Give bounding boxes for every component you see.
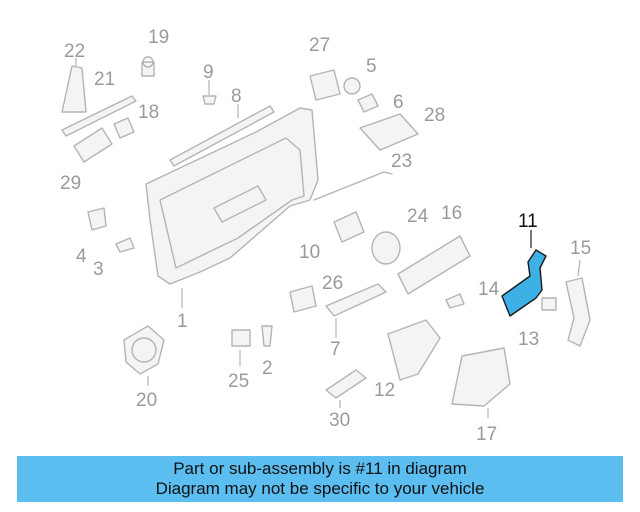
label-18: 18	[138, 102, 159, 123]
part-4-shape	[87, 207, 107, 231]
label-4: 4	[76, 246, 87, 267]
label-9: 9	[203, 62, 214, 83]
part-24-shape	[371, 231, 401, 265]
label-13: 13	[518, 329, 539, 350]
label-30: 30	[329, 410, 350, 431]
label-28: 28	[424, 105, 445, 126]
part-15-shape	[565, 277, 591, 347]
part-23-shape	[313, 171, 393, 201]
info-banner: Part or sub-assembly is #11 in diagram D…	[17, 456, 623, 502]
part-8-shape	[169, 105, 275, 167]
part-2-shape	[261, 325, 273, 347]
part-14-shape	[445, 293, 465, 309]
part-28-shape	[359, 113, 419, 151]
part-11-shape	[501, 249, 547, 317]
parts-diagram: 22 19 27 21 9 5 8 6 18 28 23 29 11 24 16…	[60, 27, 591, 445]
label-29: 29	[60, 173, 81, 194]
label-12: 12	[374, 380, 395, 401]
label-19: 19	[148, 27, 169, 48]
part-3-shape	[115, 237, 135, 253]
label-10: 10	[299, 242, 320, 263]
label-7: 7	[330, 339, 341, 360]
part-21-shape	[61, 95, 137, 137]
part-20-shape	[123, 325, 165, 375]
label-22: 22	[64, 41, 85, 62]
label-23: 23	[391, 151, 412, 172]
label-16: 16	[441, 203, 462, 224]
part-5-shape	[343, 77, 361, 95]
part-10-shape	[333, 211, 365, 243]
part-7-shape	[325, 283, 387, 317]
label-20: 20	[136, 390, 157, 411]
part-9-shape	[202, 95, 217, 105]
part-6-shape	[357, 93, 379, 113]
banner-line-2: Diagram may not be specific to your vehi…	[155, 479, 485, 498]
part-1-shape	[145, 107, 319, 285]
part-17-shape	[451, 347, 511, 407]
part-30-shape	[325, 369, 367, 399]
label-6: 6	[393, 92, 404, 113]
label-3: 3	[93, 259, 104, 280]
part-16-shape	[397, 235, 471, 295]
label-24: 24	[407, 206, 429, 227]
label-21: 21	[94, 69, 115, 90]
part-27-shape	[309, 69, 341, 101]
label-17: 17	[476, 424, 497, 445]
part-12-shape	[387, 319, 441, 381]
part-18-shape	[113, 117, 135, 139]
label-8: 8	[231, 86, 242, 107]
label-11: 11	[518, 211, 538, 232]
label-25: 25	[228, 371, 249, 392]
label-27: 27	[309, 35, 330, 56]
label-26: 26	[322, 273, 343, 294]
label-1: 1	[177, 311, 188, 332]
part-13-shape	[541, 297, 557, 311]
label-15: 15	[570, 238, 591, 259]
part-25-shape	[231, 329, 251, 347]
label-2: 2	[262, 358, 273, 379]
part-22-shape	[61, 65, 87, 113]
label-14: 14	[478, 279, 500, 300]
part-29-shape	[73, 127, 113, 163]
banner-line-1: Part or sub-assembly is #11 in diagram	[173, 459, 467, 478]
part-26-shape	[289, 285, 317, 313]
label-5: 5	[366, 56, 377, 77]
